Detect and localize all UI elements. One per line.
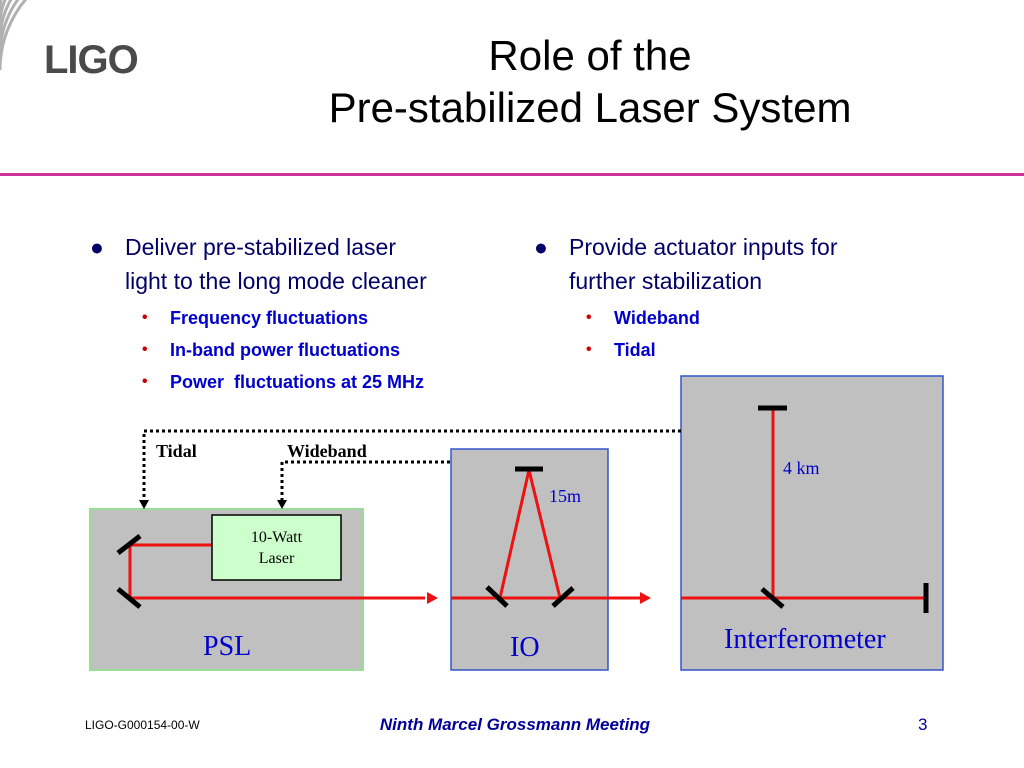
- psl-mirror-top: [116, 534, 142, 555]
- io-length-label: 15m: [549, 486, 582, 506]
- subitem-frequency: •Frequency fluctuations: [142, 308, 369, 328]
- wideband-label: Wideband: [287, 441, 367, 461]
- bullet-dot: ●: [534, 234, 548, 260]
- title-divider: [0, 173, 1024, 176]
- right-column: ● Provide actuator inputs for further st…: [534, 230, 964, 366]
- bullet-actuator: ● Provide actuator inputs for further st…: [534, 230, 964, 298]
- psl-label: PSL: [203, 631, 252, 662]
- io-output-arrow: [640, 592, 651, 604]
- meeting-name: Ninth Marcel Grossmann Meeting: [379, 715, 651, 734]
- ifo-length-label: 4 km: [783, 458, 820, 478]
- io-mirror-left: [485, 585, 509, 608]
- subitem-power-25mhz: •Power fluctuations at 25 MHz: [142, 372, 425, 392]
- slide-title: Role of the Pre-stabilized Laser System: [240, 30, 940, 134]
- bullet-deliver: ● Deliver pre-stabilized laser light to …: [90, 230, 520, 298]
- document-id: LIGO-G000154-00-W: [85, 718, 200, 732]
- psl-output-arrow: [427, 592, 438, 604]
- interferometer-label: Interferometer: [724, 624, 886, 655]
- left-column: ● Deliver pre-stabilized laser light to …: [90, 230, 520, 398]
- bullet-dot: ●: [90, 234, 104, 260]
- page-number: 3: [918, 715, 928, 734]
- tidal-arrowhead: [139, 500, 149, 509]
- tidal-label: Tidal: [156, 441, 197, 461]
- subitem-tidal: •Tidal: [586, 340, 656, 360]
- io-mirror-right: [551, 586, 575, 608]
- subitem-wideband: •Wideband: [586, 308, 700, 328]
- ligo-logo-arcs: [0, 0, 28, 71]
- ligo-logo: LIGO: [44, 38, 139, 82]
- title-line-2: Pre-stabilized Laser System: [328, 84, 852, 131]
- psl-mirror-bottom: [116, 587, 142, 609]
- wideband-feedback-line: [280, 460, 450, 503]
- laser-label: 10-Watt Laser: [250, 529, 303, 567]
- ifo-beamsplitter: [760, 587, 785, 609]
- title-line-1: Role of the: [488, 32, 692, 79]
- subitem-inband-power: •In-band power fluctuations: [142, 340, 400, 360]
- io-label: IO: [510, 632, 540, 663]
- tidal-feedback-line: [142, 429, 681, 503]
- wideband-arrowhead: [277, 500, 287, 509]
